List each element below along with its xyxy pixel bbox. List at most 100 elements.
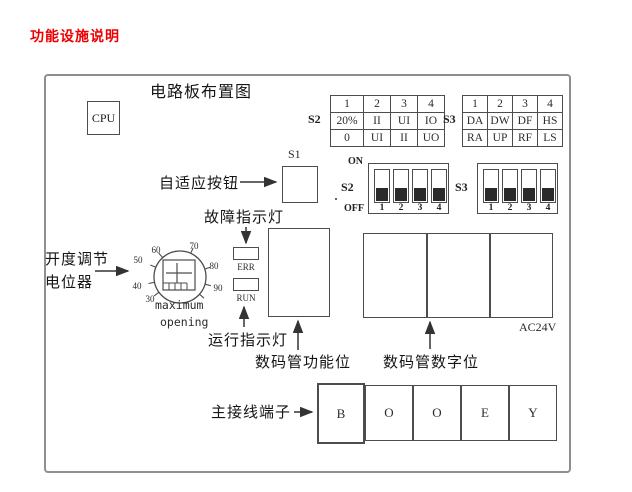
s3-table-row: RA UP RF LS (462, 129, 563, 147)
s3-cell: DW (487, 112, 513, 130)
dial-tick-60: 60 (152, 245, 162, 255)
terminal-o2: O (413, 385, 461, 441)
run-led-box (233, 278, 259, 291)
s2-table-row: 1 2 3 4 (330, 95, 445, 113)
dip-s2-off-label: OFF (344, 203, 364, 214)
s3-cell: DF (512, 112, 538, 130)
dip-slider (376, 188, 388, 201)
dial-tick-70: 70 (190, 241, 200, 251)
display-divider (426, 234, 428, 317)
digit-function-label: 数码管功能位 (255, 354, 352, 371)
dial-tick-90: 90 (214, 283, 224, 293)
dip-slider (485, 188, 497, 201)
dial-bottom-cells (163, 282, 188, 290)
potentiometer-label-line1: 开度调节 (45, 251, 110, 268)
dip-s3-num: 1 (488, 203, 494, 213)
s3-reference-table: 1 2 3 4 DA DW DF HS RA UP RF LS (462, 95, 563, 147)
dip-slider (433, 188, 445, 201)
dial-inner-rect (162, 259, 196, 291)
dip-s3-switch-1 (483, 169, 499, 203)
s2-cell: 1 (330, 95, 364, 113)
s2-cell: 3 (390, 95, 418, 113)
s2-table-row: 20% II UI IO (330, 112, 445, 130)
dip-s2-num: 1 (379, 203, 385, 213)
dip-s2-on-label: ON (348, 156, 363, 167)
dip-s3-num: 2 (507, 203, 513, 213)
dial-tick-30: 30 (146, 294, 156, 304)
potentiometer-dial: 30 40 50 60 70 80 90 maximum opening (133, 241, 224, 329)
cpu-box: CPU (87, 101, 120, 135)
terminal-o1: O (365, 385, 413, 441)
s3-cell: HS (537, 112, 563, 130)
dip-slider (542, 188, 554, 201)
s3-table-row: 1 2 3 4 (462, 95, 563, 113)
s2-cell: UI (363, 129, 391, 147)
dip-s3-switch-4 (540, 169, 556, 203)
s3-cell: RF (512, 129, 538, 147)
dial-tick-80: 80 (210, 261, 220, 271)
dip-slider (523, 188, 535, 201)
dip-s3-switch-2 (502, 169, 518, 203)
page-title: 功能设施说明 (30, 28, 120, 44)
s2-cell: UI (390, 112, 418, 130)
dial-tick-50: 50 (134, 255, 144, 265)
power-label: AC24V (519, 320, 557, 334)
dip-s2-num: 3 (417, 203, 423, 213)
s2-cell: 20% (330, 112, 364, 130)
dip-s2-switch-3 (412, 169, 428, 203)
display-divider (489, 234, 491, 317)
dip-s3-label: S3 (455, 180, 468, 194)
dip-s3-num: 4 (545, 203, 551, 213)
s1-adaptive-button-box (282, 166, 318, 203)
dip-switch-s3: 1 2 3 4 (477, 163, 558, 214)
dip-s2-switch-4 (431, 169, 447, 203)
s3-table-row: DA DW DF HS (462, 112, 563, 130)
s3-cell: LS (537, 129, 563, 147)
digit-number-label: 数码管数字位 (383, 354, 480, 371)
s2-cell: 4 (417, 95, 445, 113)
s2-table-label: S2 (308, 112, 321, 126)
dial-caption-maximum: maximum (155, 298, 204, 312)
main-terminal-label: 主接线端子 (211, 404, 292, 421)
fault-indicator-label: 故障指示灯 (204, 209, 285, 226)
dip-slider (504, 188, 516, 201)
adaptive-button-label: 自适应按钮 (159, 175, 240, 192)
s2-cell: II (363, 112, 391, 130)
dip-s3-num: 3 (526, 203, 532, 213)
s2-reference-table: 1 2 3 4 20% II UI IO 0 UI II UO (330, 95, 445, 147)
s3-cell: 3 (512, 95, 538, 113)
s3-cell: 4 (537, 95, 563, 113)
s3-cell: 2 (487, 95, 513, 113)
s2-cell: 2 (363, 95, 391, 113)
digit-number-display (363, 233, 553, 318)
dip-slider (395, 188, 407, 201)
dip-s2-num: 4 (436, 203, 442, 213)
dial-tick-40: 40 (133, 281, 143, 291)
s3-cell: 1 (462, 95, 488, 113)
s2-cell: 0 (330, 129, 364, 147)
s3-cell: DA (462, 112, 488, 130)
dial-cross (166, 263, 192, 283)
s2-table-row: 0 UI II UO (330, 129, 445, 147)
s3-cell: UP (487, 129, 513, 147)
s2-cell: II (390, 129, 418, 147)
s3-table-label: S3 (443, 112, 456, 126)
dip-switch-s2: 1 2 3 4 (368, 163, 449, 214)
run-led-label: RUN (236, 293, 256, 303)
dip-s2-switch-1 (374, 169, 390, 203)
stray-dot (335, 198, 337, 200)
terminal-y: Y (509, 385, 557, 441)
dip-s2-label: S2 (341, 180, 354, 194)
dial-circle (153, 250, 207, 304)
dip-s3-switch-3 (521, 169, 537, 203)
err-led-label: ERR (237, 262, 255, 272)
terminal-e: E (461, 385, 509, 441)
potentiometer-label-line2: 电位器 (45, 274, 94, 291)
s1-label: S1 (288, 147, 301, 161)
err-led-box (233, 247, 259, 260)
s2-cell: IO (417, 112, 445, 130)
diagram-title: 电路板布置图 (150, 84, 253, 101)
digit-function-display (268, 228, 330, 317)
dip-slider (414, 188, 426, 201)
